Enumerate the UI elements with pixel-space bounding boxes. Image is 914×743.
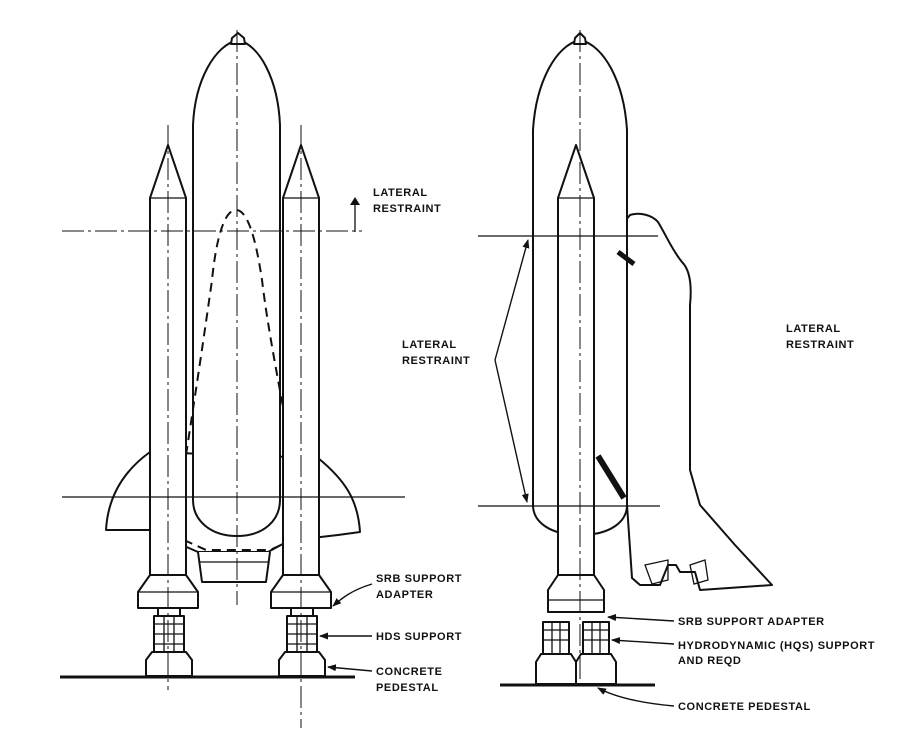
front-lateral-restraint-label: LATERAL RESTRAINT xyxy=(373,187,441,215)
front-view: LATERAL RESTRAINT SRB SUPPORT ADAPTER HD… xyxy=(60,30,466,728)
side-lateral-restraint-label-left: LATERAL RESTRAINT xyxy=(402,339,470,367)
orbiter-hidden-outline xyxy=(185,208,293,456)
side-hqs-support-1 xyxy=(535,621,577,685)
front-srb-support-adapter-label: SRB SUPPORT ADAPTER xyxy=(376,573,466,601)
side-hqs-support-2 xyxy=(575,621,617,685)
side-view: LATERAL RESTRAINT LATERAL RESTRAINT SRB … xyxy=(402,30,879,713)
upper-attach-strut xyxy=(616,250,636,266)
side-hqs-support-label: HYDRODYNAMIC (HQS) SUPPORT AND REQD xyxy=(678,640,879,667)
orbiter-engine-block xyxy=(197,551,271,583)
side-lateral-restraint-label-right: LATERAL RESTRAINT xyxy=(786,323,854,351)
right-hds-support xyxy=(278,607,326,677)
side-srb xyxy=(557,144,595,576)
tank-nose-cap xyxy=(230,32,246,45)
side-concrete-pedestal-label: CONCRETE PEDESTAL xyxy=(678,701,811,713)
orbiter-side-profile xyxy=(625,212,773,591)
front-concrete-pedestal-label: CONCRETE PEDESTAL xyxy=(376,666,446,694)
lower-attach-strut xyxy=(595,454,627,500)
left-hds-support xyxy=(145,607,193,677)
front-hds-support-label: HDS SUPPORT xyxy=(376,631,462,643)
side-srb-support-adapter-label: SRB SUPPORT ADAPTER xyxy=(678,616,825,628)
